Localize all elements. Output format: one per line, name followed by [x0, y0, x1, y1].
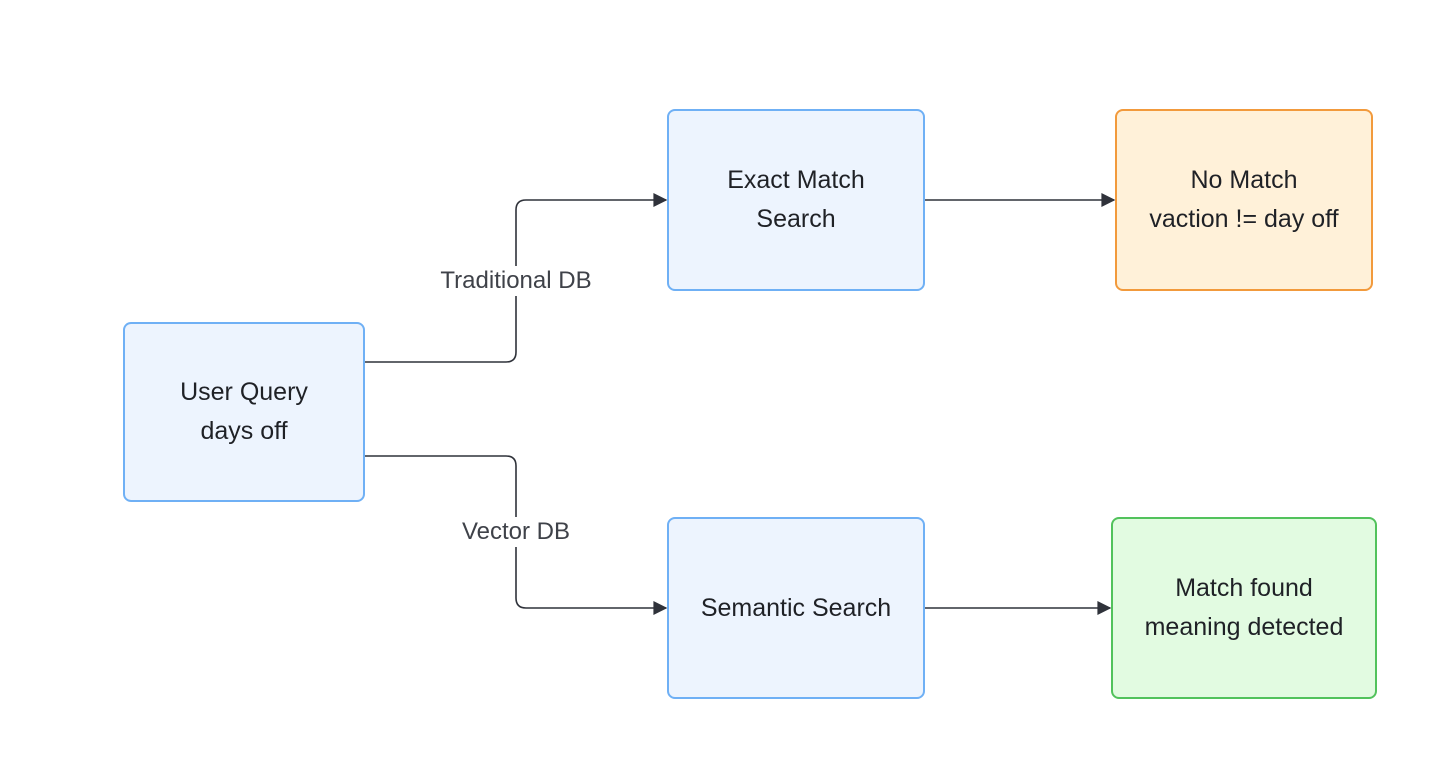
node-user-query-title: User Query [180, 378, 308, 406]
node-match-found-subtitle: meaning detected [1144, 613, 1344, 641]
node-exact-match-subtitle: Search [756, 205, 836, 233]
node-exact-match-search[interactable]: Exact Match Search [667, 109, 925, 291]
node-exact-match-title: Exact Match [727, 166, 865, 194]
edge-label-traditional-db: Traditional DB [437, 266, 595, 296]
node-no-match-title: No Match [1190, 166, 1298, 194]
node-no-match-subtitle: vaction != day off [1149, 205, 1339, 233]
node-user-query-subtitle: days off [200, 417, 288, 445]
node-no-match[interactable]: No Match vaction != day off [1115, 109, 1373, 291]
edge-label-vector-db: Vector DB [458, 517, 574, 547]
node-semantic-search[interactable]: Semantic Search [667, 517, 925, 699]
node-semantic-search-title: Semantic Search [700, 593, 892, 622]
node-match-found[interactable]: Match found meaning detected [1111, 517, 1377, 699]
node-user-query[interactable]: User Query days off [123, 322, 365, 502]
node-match-found-title: Match found [1175, 574, 1313, 602]
